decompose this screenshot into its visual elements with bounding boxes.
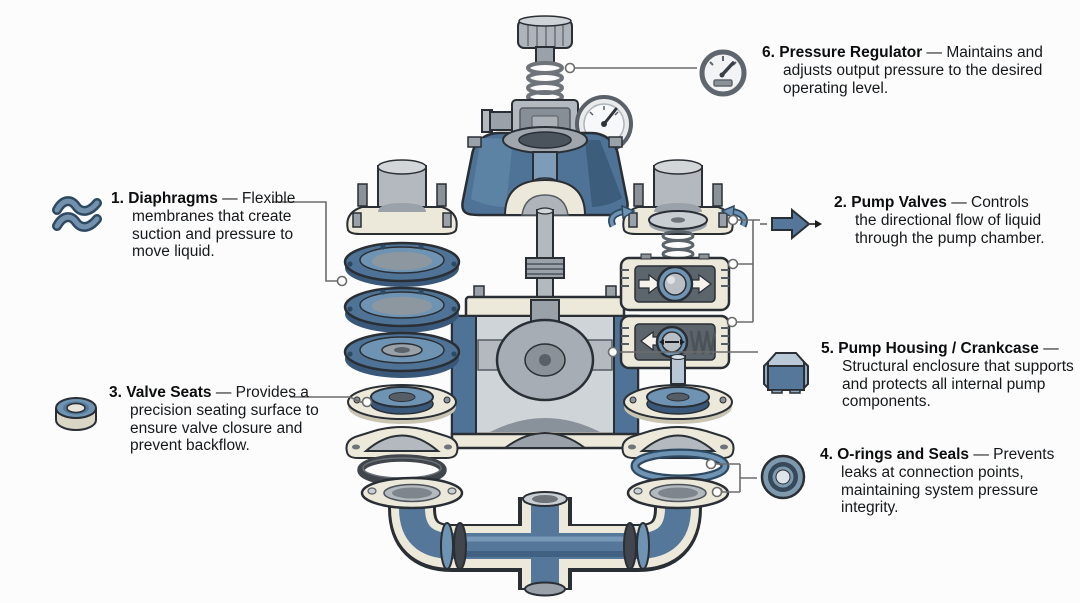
- callout-label: 1. Diaphragms: [111, 190, 218, 207]
- callout-pressure-regulator: 6. Pressure Regulator — Maintains and ad…: [698, 44, 1080, 98]
- callout-text: 2. Pump Valves — Controls the directiona…: [834, 194, 1045, 247]
- callout-text: 6. Pressure Regulator — Maintains and ad…: [762, 44, 1080, 97]
- leader-lines: [272, 62, 760, 498]
- callout-pump-valves: 2. Pump Valves — Controls the directiona…: [760, 194, 1045, 247]
- callout-description: — Maintains and adjusts output pressure …: [783, 44, 1043, 97]
- callout-diaphragms: 1. Diaphragms — Flexible membranes that …: [52, 190, 312, 261]
- valve-disc-spring-part: [608, 204, 748, 269]
- callout-label: 2. Pump Valves: [834, 194, 947, 211]
- valve-block-part-upper: [619, 253, 731, 312]
- callout-label: 5. Pump Housing / Crankcase: [821, 340, 1039, 357]
- callout-description: — Flexible membranes that create suction…: [132, 190, 296, 261]
- callout-text: 1. Diaphragms — Flexible membranes that …: [111, 190, 312, 261]
- callout-text: 3. Valve Seats — Provides a precision se…: [109, 384, 342, 455]
- pump-head-cover-part: [461, 126, 629, 217]
- manifold-part: [360, 476, 730, 597]
- pump-crankcase-part: [450, 207, 640, 450]
- valve-plate-stem-part: [623, 354, 733, 424]
- callout-o-rings: 4. O-rings and Seals — Prevents leaks at…: [758, 446, 1079, 517]
- valve-seat-ring-icon: [55, 397, 97, 431]
- valve-block-part-lower: [619, 314, 731, 370]
- flow-arrow-icon: [760, 207, 822, 241]
- crescent-flange-part-left: [345, 425, 459, 459]
- callout-description: — Provides a precision seating surface t…: [130, 384, 319, 455]
- callout-label: 3. Valve Seats: [109, 384, 212, 401]
- callout-valve-seats: 3. Valve Seats — Provides a precision se…: [52, 384, 342, 455]
- callout-description: — Controls the directional flow of liqui…: [855, 194, 1045, 247]
- callout-label: 4. O-rings and Seals: [820, 446, 970, 463]
- left-air-chamber-cover-part: [346, 159, 458, 235]
- callout-description: — Prevents leaks at connection points, m…: [841, 446, 1055, 517]
- housing-box-icon: [763, 352, 809, 394]
- crescent-flange-part-right: [621, 425, 735, 459]
- o-ring-icon: [760, 454, 806, 500]
- valve-seat-part: [347, 384, 457, 424]
- callout-description: — Structural enclosure that supports and…: [842, 340, 1074, 411]
- callout-pump-housing: 5. Pump Housing / Crankcase — Structural…: [760, 340, 1080, 411]
- callout-text: 4. O-rings and Seals — Prevents leaks at…: [820, 446, 1079, 517]
- diaphragm-parts: [343, 241, 461, 378]
- callout-text: 5. Pump Housing / Crankcase — Structural…: [821, 340, 1080, 411]
- callout-label: 6. Pressure Regulator: [762, 44, 923, 61]
- diaphragm-wave-icon: [52, 196, 102, 232]
- gauge-icon: [699, 49, 747, 97]
